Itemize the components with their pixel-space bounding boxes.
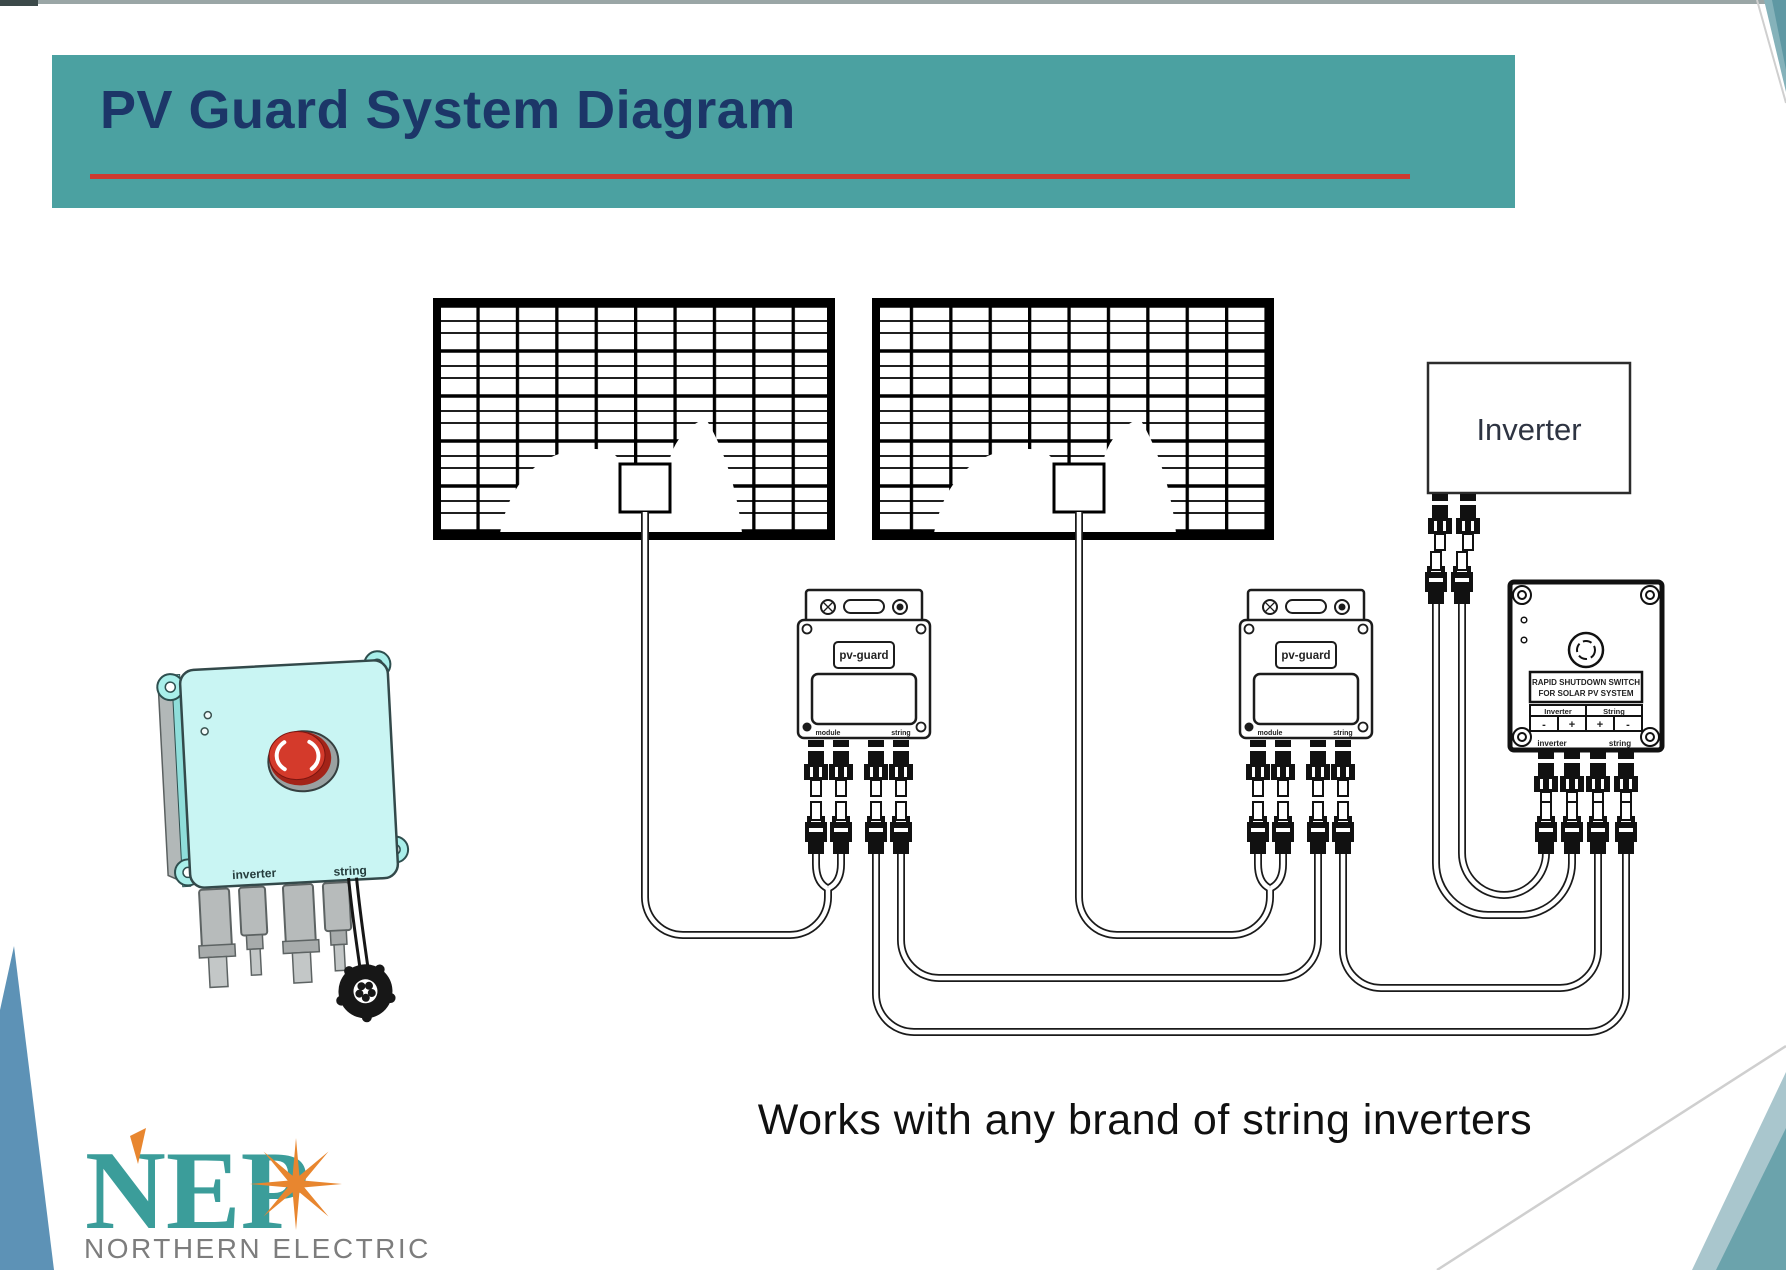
polarity-cell: +: [1569, 719, 1575, 731]
emergency-stop-button: [267, 730, 340, 793]
inverter-label: Inverter: [1476, 412, 1581, 447]
logo-subtitle: NORTHERN ELECTRIC: [84, 1233, 431, 1264]
junction-box-left: [618, 462, 672, 514]
solar-panel-left: [433, 298, 835, 540]
switch-bottom-string: string: [1609, 739, 1631, 748]
top-edge-line: [0, 0, 1786, 4]
led-dot: [1520, 616, 1528, 624]
inverter-box: Inverter: [1424, 361, 1632, 605]
pv-guard-unit-2: [1240, 590, 1372, 854]
led-dot: [200, 727, 209, 736]
switch-bottom-inverter: inverter: [1537, 739, 1566, 748]
device-label-inverter: inverter: [232, 866, 277, 882]
device-connectors: [198, 881, 353, 989]
title-underline: [90, 174, 1410, 179]
header-bar: PV Guard System Diagram: [52, 55, 1515, 208]
switch-title-line1: RAPID SHUTDOWN SWITCH: [1532, 678, 1640, 687]
junction-box-right: [1052, 462, 1106, 514]
device-label-string: string: [333, 863, 367, 879]
pv-guard-label: pv-guard: [839, 650, 888, 662]
polarity-cell: -: [1542, 719, 1546, 731]
round-stop-connector: [336, 964, 396, 1023]
switch-col-string: String: [1603, 707, 1625, 716]
solar-panel-right: [872, 298, 1274, 540]
switch-col-inverter: Inverter: [1544, 707, 1572, 716]
rapid-shutdown-switch: RAPID SHUTDOWN SWITCH FOR SOLAR PV SYSTE…: [1507, 579, 1665, 855]
polarity-cell: -: [1626, 719, 1630, 731]
polarity-cell: +: [1597, 719, 1603, 731]
switch-button: [1567, 631, 1605, 669]
pv-guard-port-module: module: [816, 730, 841, 737]
led-dot: [1520, 636, 1528, 644]
pv-guard-port-string: string: [891, 730, 910, 737]
wiring: [641, 512, 1630, 1036]
pv-guard-unit-1: pv-guard module string: [796, 588, 932, 855]
led-dot: [203, 710, 213, 720]
pv-guard-estop-device: inverter string: [156, 650, 410, 1023]
switch-title-line2: FOR SOLAR PV SYSTEM: [1538, 689, 1633, 698]
page-title: PV Guard System Diagram: [100, 80, 796, 140]
top-edge-accent: [0, 0, 38, 6]
pv-guard-label-plate: [833, 641, 895, 669]
caption: Works with any brand of string inverters: [757, 1096, 1533, 1144]
nep-logo: NEP NORTHERN ELECTRIC: [84, 1128, 431, 1264]
logo-wordmark: NEP: [85, 1129, 309, 1253]
logo-starburst-icon: [250, 1138, 342, 1230]
logo-orange-accent: [130, 1128, 146, 1164]
